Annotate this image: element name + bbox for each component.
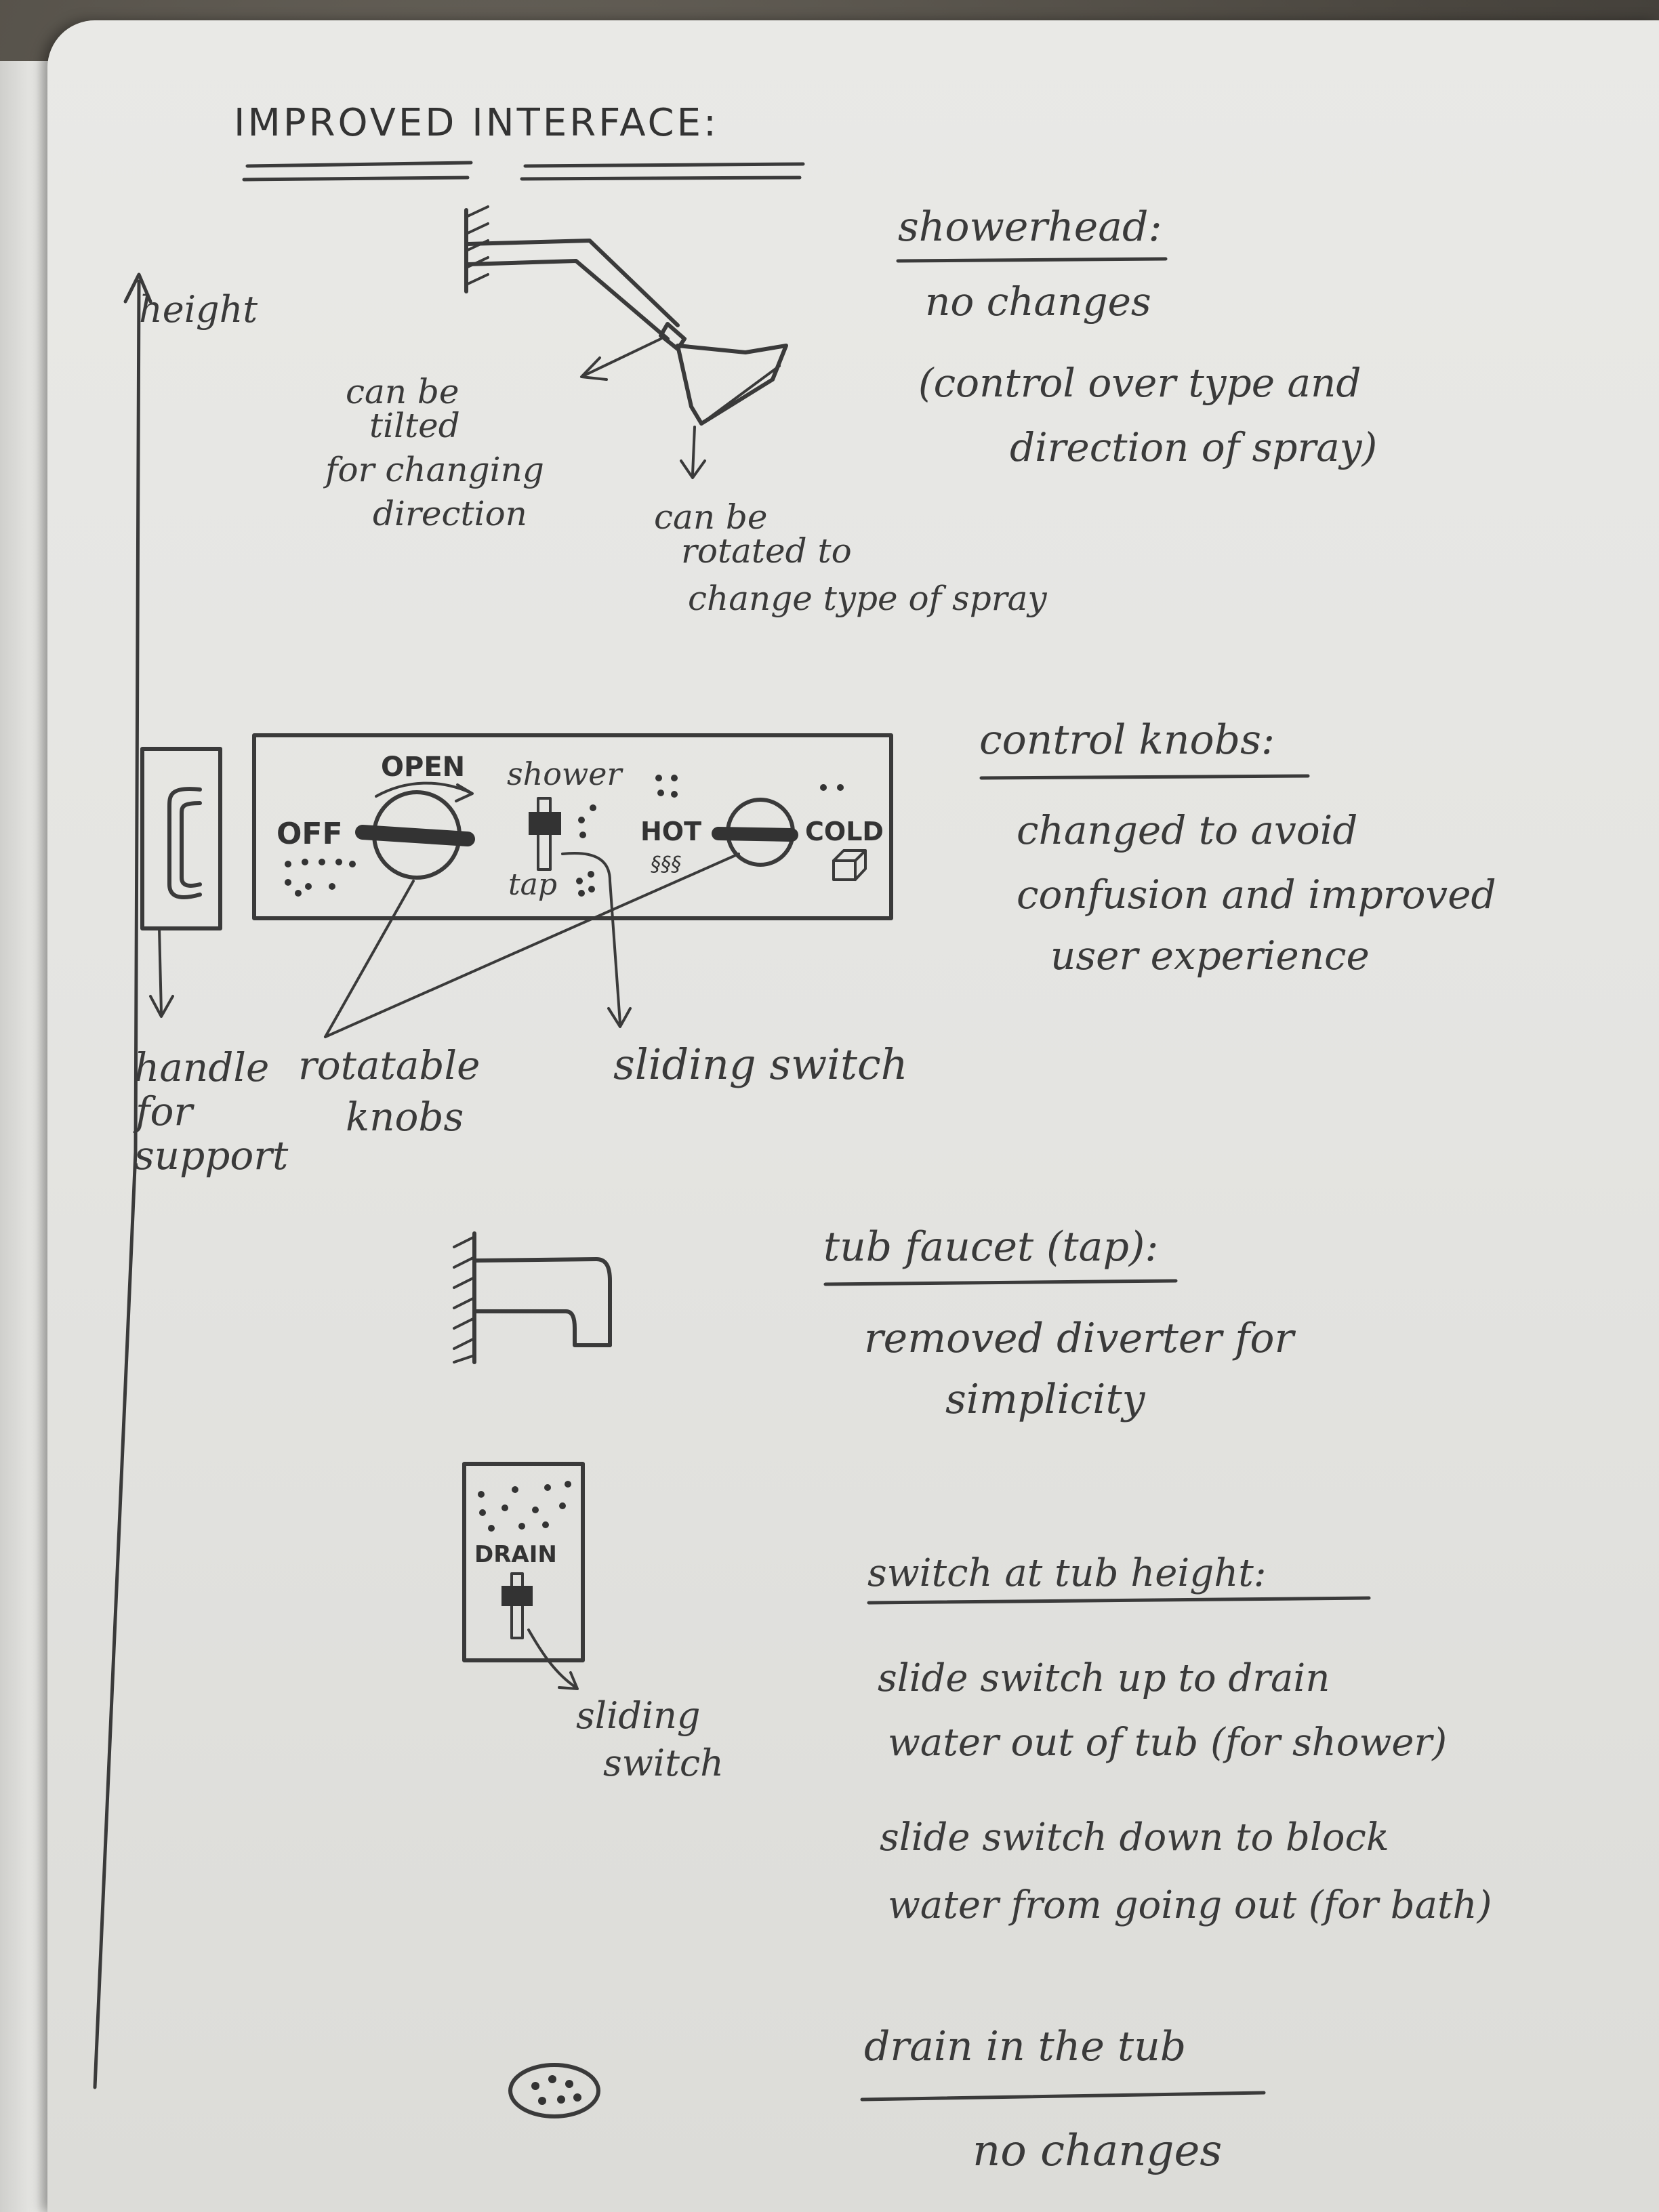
- tilt-annotation: can be tilted for changing direction: [323, 372, 555, 533]
- drain-switch-notes: slide switch up to drain water out of tu…: [878, 1656, 1492, 1927]
- braille-off-icon: [285, 859, 356, 897]
- showerhead-heading-underline: [896, 257, 1168, 263]
- slider-annotation: sliding switch: [613, 1040, 908, 1089]
- tub-drain-heading-underline: [860, 2091, 1266, 2102]
- tub-faucet-notes: removed diverter for simplicity: [864, 1315, 1307, 1423]
- knobs-annotation: rotatable knobs: [298, 1042, 493, 1140]
- tub-drain-status: no changes: [972, 2126, 1222, 2176]
- tub-faucet-icon: [453, 1231, 612, 1364]
- knob-leader-lines: [324, 853, 740, 1038]
- drain-slider-annotation: sliding switch: [576, 1694, 724, 1784]
- tap-label: tap: [508, 867, 557, 902]
- steam-icon: §§§: [651, 853, 681, 876]
- control-knobs-heading-underline: [979, 774, 1310, 780]
- height-axis-label: height: [139, 288, 258, 331]
- drain-switch-plate: [462, 1462, 585, 1662]
- showerhead-note: (control over type and direction of spra…: [918, 360, 1377, 470]
- tub-drain-heading: drain in the tub: [864, 2023, 1186, 2070]
- slider-leader-arrow: [561, 852, 632, 1028]
- hot-label: HOT: [640, 817, 701, 846]
- notebook-page: [47, 20, 1659, 2212]
- handle-arrow-icon: [149, 927, 174, 1018]
- tub-drain-icon: [508, 2063, 600, 2118]
- braille-cold-icon: [820, 784, 844, 791]
- height-axis: [93, 272, 152, 2089]
- handle-annotation: handle for support: [133, 1044, 289, 1179]
- support-handle-icon: [140, 747, 222, 930]
- title-underline: [242, 161, 805, 182]
- off-label: OFF: [276, 817, 343, 851]
- page-title: IMPROVED INTERFACE:: [234, 101, 719, 145]
- rotate-arrow-icon: [680, 426, 706, 479]
- rotate-annotation: can be rotated to change type of spray: [654, 497, 1047, 618]
- control-panel: [252, 733, 893, 920]
- open-label: OPEN: [381, 752, 465, 783]
- tub-faucet-heading: tub faucet (tap):: [823, 1223, 1158, 1271]
- shower-label: shower: [507, 756, 624, 792]
- drain-slider[interactable]: [501, 1572, 533, 1639]
- water-flow-knob[interactable]: [355, 790, 475, 880]
- tub-faucet-heading-underline: [823, 1279, 1178, 1286]
- tilt-arrow-icon: [580, 337, 662, 381]
- drain-label: DRAIN: [474, 1541, 557, 1568]
- braille-tap-icon: [576, 871, 595, 897]
- drain-switch-heading: switch at tub height:: [867, 1551, 1267, 1595]
- braille-drain-icon: [478, 1481, 571, 1532]
- ice-cube-icon: [832, 849, 867, 881]
- braille-slider-icon: [578, 804, 596, 838]
- drain-switch-heading-underline: [867, 1596, 1371, 1605]
- showerhead-heading: showerhead:: [898, 203, 1162, 251]
- showerhead-status: no changes: [925, 279, 1151, 325]
- drain-slider-arrow: [527, 1629, 579, 1690]
- temperature-knob[interactable]: [712, 798, 798, 867]
- control-knobs-notes: changed to avoid confusion and improved …: [1017, 807, 1509, 979]
- showerhead-icon: [464, 205, 788, 426]
- cold-label: COLD: [805, 817, 884, 846]
- control-knobs-heading: control knobs:: [979, 716, 1275, 764]
- open-arrow-icon: [375, 781, 472, 798]
- braille-shower-icon: [655, 775, 678, 798]
- shower-tap-slider[interactable]: [529, 797, 561, 871]
